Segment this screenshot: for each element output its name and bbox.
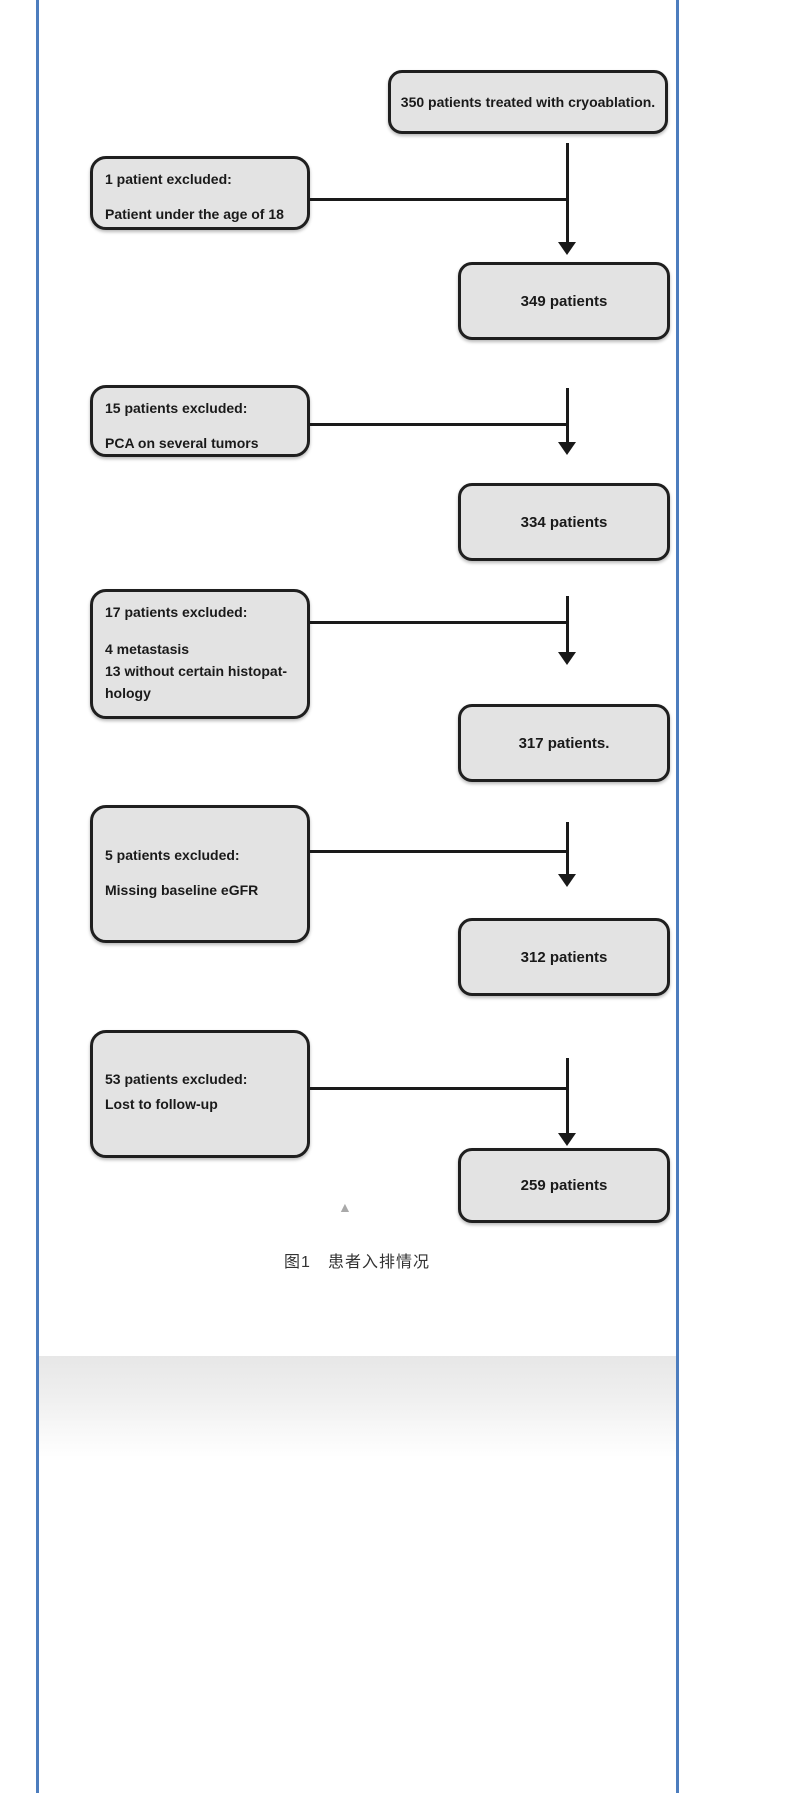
connector-line xyxy=(566,143,569,243)
arrow-down-icon xyxy=(558,874,576,887)
arrow-down-icon xyxy=(558,442,576,455)
page-border-right-line xyxy=(676,0,679,1793)
exclusion-box-2: 15 patients excluded: PCA on several tum… xyxy=(90,385,310,457)
collapse-figure-triangle-icon[interactable]: ▲ xyxy=(338,1199,352,1215)
exclusion-title: 17 patients excluded: xyxy=(105,604,248,620)
exclusion-box-1: 1 patient excluded: Patient under the ag… xyxy=(90,156,310,230)
flow-box-350: 350 patients treated with cryoablation. xyxy=(388,70,668,134)
exclusion-line: 13 without certain histopat- xyxy=(105,663,288,679)
page-border-left-line xyxy=(36,0,39,1793)
connector-line xyxy=(310,1087,568,1090)
connector-line xyxy=(566,822,569,878)
exclusion-line: PCA on several tumors xyxy=(105,435,259,451)
connector-line xyxy=(310,850,568,853)
exclusion-title: 15 patients excluded: xyxy=(105,400,248,416)
exclusion-line: Missing baseline eGFR xyxy=(105,882,259,898)
connector-line xyxy=(310,198,568,201)
figure-caption: 图1 患者入排情况 xyxy=(284,1254,430,1271)
connector-line xyxy=(310,621,568,624)
exclusion-title: 1 patient excluded: xyxy=(105,171,232,187)
flow-box-317: 317 patients. xyxy=(458,704,670,782)
flow-box-334: 334 patients xyxy=(458,483,670,561)
exclusion-title: 53 patients excluded: xyxy=(105,1070,248,1087)
connector-line xyxy=(566,1058,569,1136)
connector-line xyxy=(310,423,568,426)
exclusion-box-3: 17 patients excluded: 4 metastasis 13 wi… xyxy=(90,589,310,719)
arrow-down-icon xyxy=(558,242,576,255)
arrow-down-icon xyxy=(558,1133,576,1146)
arrow-down-icon xyxy=(558,652,576,665)
connector-line xyxy=(566,388,569,444)
exclusion-line: hology xyxy=(105,685,151,701)
exclusion-line: Lost to follow-up xyxy=(105,1095,218,1112)
connector-line xyxy=(566,596,569,654)
bottom-gradient-band xyxy=(39,1356,676,1458)
exclusion-box-5: 53 patients excluded: Lost to follow-up xyxy=(90,1030,310,1158)
exclusion-line: 4 metastasis xyxy=(105,641,190,657)
flow-box-259: 259 patients xyxy=(458,1148,670,1223)
exclusion-box-4: 5 patients excluded: Missing baseline eG… xyxy=(90,805,310,943)
exclusion-line: Patient under the age of 18 xyxy=(105,206,284,222)
flow-box-312: 312 patients xyxy=(458,918,670,996)
flow-box-349: 349 patients xyxy=(458,262,670,340)
exclusion-title: 5 patients excluded: xyxy=(105,847,240,863)
